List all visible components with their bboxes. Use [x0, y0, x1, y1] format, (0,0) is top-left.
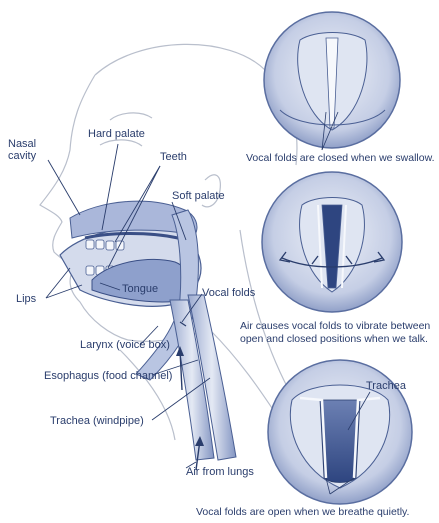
label-lips: Lips [16, 293, 37, 305]
leader-lines [45, 143, 211, 469]
label-hard-palate: Hard palate [88, 128, 145, 140]
label-vocal-folds: Vocal folds [202, 287, 256, 299]
label-teeth: Teeth [160, 151, 187, 163]
sagittal-section [59, 200, 202, 381]
label-trachea-windpipe: Trachea (windpipe) [50, 415, 144, 427]
caption-talk-line1: Air causes vocal folds to vibrate betwee… [240, 320, 431, 332]
label-esophagus: Esophagus (food channel) [44, 370, 173, 382]
caption-talk-line2: open and closed positions when we talk. [240, 333, 428, 345]
label-larynx: Larynx (voice box) [80, 339, 170, 351]
label-air-from-lungs: Air from lungs [186, 466, 254, 478]
vocal-folds-closed-view [263, 11, 401, 151]
label-soft-palate: Soft palate [172, 190, 225, 202]
caption-breathe: Vocal folds are open when we breathe qui… [196, 506, 410, 518]
caption-swallow: Vocal folds are closed when we swallow. [246, 152, 435, 164]
vocal-folds-open-view [267, 359, 413, 505]
label-nasal-cavity-line2: cavity [8, 150, 37, 162]
vocal-folds-vibrating-view [261, 171, 403, 313]
airway-tubes [169, 294, 237, 471]
label-trachea: Trachea [366, 380, 406, 392]
label-tongue: Tongue [122, 283, 159, 295]
label-nasal-cavity-line1: Nasal [8, 138, 37, 150]
